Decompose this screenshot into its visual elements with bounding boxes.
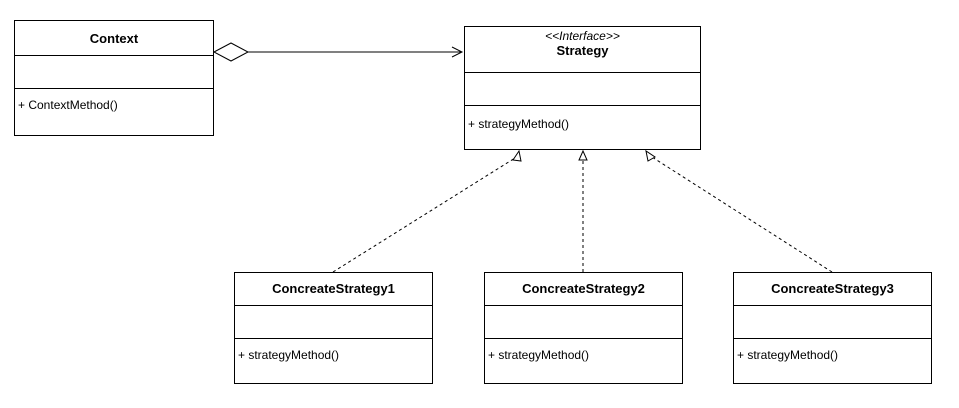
strategy-class-name: Strategy	[556, 43, 609, 58]
concrete3-operation: + strategyMethod()	[737, 348, 839, 362]
context-operation: + ContextMethod()	[18, 98, 118, 112]
realization-arrowhead-2	[578, 149, 588, 161]
concrete1-class-header: ConcreateStrategy1	[235, 273, 432, 306]
context-attributes	[15, 56, 213, 89]
concrete1-operations: + strategyMethod()	[235, 339, 432, 362]
concrete1-attributes	[235, 306, 432, 339]
concrete2-attributes	[485, 306, 682, 339]
concrete2-class-header: ConcreateStrategy2	[485, 273, 682, 306]
strategy-class-header: <<Interface>> Strategy	[465, 27, 700, 73]
strategy-interface-class[interactable]: <<Interface>> Strategy + strategyMethod(…	[464, 26, 701, 150]
realization-arrowhead-1	[512, 149, 522, 162]
strategy-operation: + strategyMethod()	[468, 117, 570, 131]
concrete-strategy-2-class[interactable]: ConcreateStrategy2 + strategyMethod()	[484, 272, 683, 384]
concrete3-class-name: ConcreateStrategy3	[771, 281, 894, 296]
concrete2-operations: + strategyMethod()	[485, 339, 682, 362]
context-class-header: Context	[15, 21, 213, 56]
realization-line-3	[651, 156, 833, 273]
aggregation-diamond	[212, 42, 250, 62]
strategy-operations: + strategyMethod()	[465, 106, 700, 131]
context-operations: + ContextMethod()	[15, 89, 213, 112]
concrete1-operation: + strategyMethod()	[238, 348, 340, 362]
concrete2-class-name: ConcreateStrategy2	[522, 281, 645, 296]
aggregation-arrowhead	[451, 46, 464, 58]
context-class-name: Context	[89, 31, 139, 46]
concrete3-attributes	[734, 306, 931, 339]
context-class[interactable]: Context + ContextMethod()	[14, 20, 214, 136]
concrete2-operation: + strategyMethod()	[488, 348, 590, 362]
concrete1-class-name: ConcreateStrategy1	[272, 281, 395, 296]
realization-arrowhead-3	[645, 149, 656, 162]
strategy-stereotype: <<Interface>>	[545, 29, 620, 43]
concrete-strategy-1-class[interactable]: ConcreateStrategy1 + strategyMethod()	[234, 272, 433, 384]
concrete-strategy-3-class[interactable]: ConcreateStrategy3 + strategyMethod()	[733, 272, 932, 384]
concrete3-class-header: ConcreateStrategy3	[734, 273, 931, 306]
strategy-attributes	[465, 73, 700, 106]
concrete3-operations: + strategyMethod()	[734, 339, 931, 362]
realization-line-1	[332, 157, 516, 273]
